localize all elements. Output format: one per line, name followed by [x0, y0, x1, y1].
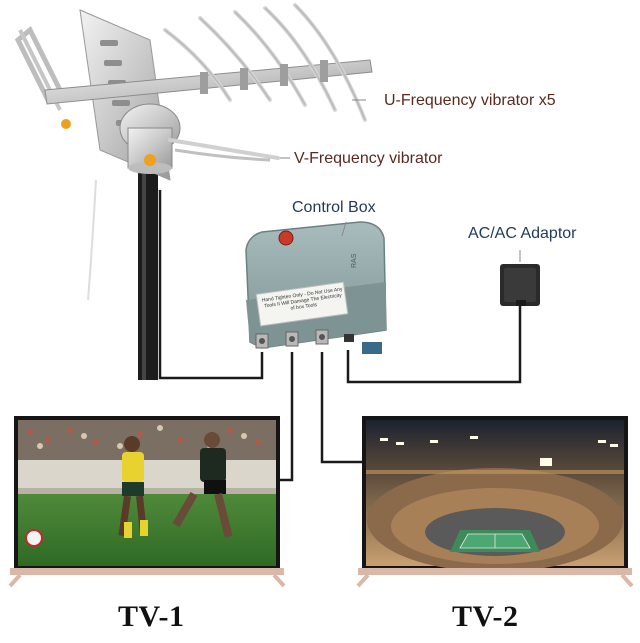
ac-adaptor [500, 250, 540, 306]
svg-text:RAS: RAS [351, 253, 358, 268]
tv-2 [356, 416, 634, 588]
cable-box-to-tv2 [320, 352, 366, 464]
tv-1-label: TV-1 [118, 600, 185, 633]
ball [25, 529, 43, 547]
v-frequency-element [168, 138, 280, 160]
player-dark [172, 432, 233, 538]
control-box: RAS [245, 221, 387, 354]
control-box-power-button [278, 230, 294, 246]
cable-box-to-tv1 [278, 352, 294, 482]
cables [158, 190, 522, 482]
player-yellow [118, 436, 148, 538]
tv-1 [8, 416, 286, 588]
control-box-sticker [255, 281, 349, 327]
u-frequency-label: U-Frequency vibrator x5 [384, 92, 556, 109]
cable-box-to-adaptor [346, 305, 522, 384]
f-connectors [255, 329, 329, 349]
v-frequency-label: V-Frequency vibrator [294, 150, 443, 167]
antenna-mast [138, 150, 158, 380]
antenna [14, 3, 373, 380]
control-box-label: Control Box [292, 199, 376, 216]
cable-antenna-to-box [158, 190, 264, 380]
orange-knob [144, 154, 156, 166]
tv-2-label: TV-2 [452, 600, 519, 633]
u-frequency-elements [163, 3, 367, 122]
adaptor-label: AC/AC Adaptor [468, 225, 577, 242]
